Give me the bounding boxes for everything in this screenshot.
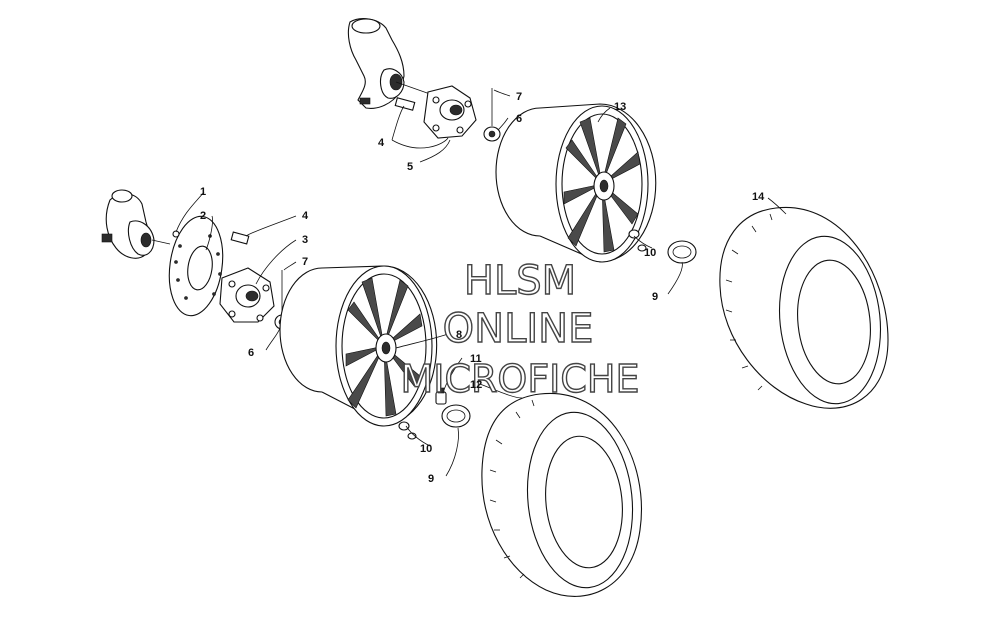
lug-bolt [435, 387, 447, 405]
callout-10: 10 [644, 247, 656, 259]
callout-11: 11 [470, 353, 482, 365]
callout-4: 4 [378, 137, 385, 149]
callout-1: 1 [200, 186, 206, 198]
callout-6: 6 [516, 113, 522, 125]
steering-knuckle-upper [347, 18, 431, 109]
callout-2: 2 [200, 210, 206, 222]
watermark-line-1: HLSM [464, 258, 576, 304]
callout-8: 8 [456, 329, 462, 341]
callout-7: 7 [302, 256, 308, 268]
steering-knuckle-lower [101, 189, 171, 259]
lug-nut-upper [483, 88, 501, 142]
tire-rear [719, 206, 889, 409]
wheel-hub-lower [219, 231, 275, 323]
callout-9: 9 [428, 473, 434, 485]
watermark: HLSM ONLINE MICROFICHE [400, 257, 640, 401]
callout-10: 10 [420, 443, 432, 455]
callout-9: 9 [652, 291, 658, 303]
leader-lines [175, 89, 787, 477]
wheel-rim-lower [279, 265, 438, 427]
watermark-line-3: MICROFICHE [400, 357, 639, 401]
valve-stem-upper [628, 229, 647, 252]
wheel-rim-upper [495, 103, 657, 263]
center-cap-upper [667, 240, 697, 264]
center-cap-lower [441, 404, 471, 428]
callout-3: 3 [302, 234, 308, 246]
callout-14: 14 [752, 191, 765, 203]
wheel-hub-upper [394, 85, 477, 139]
watermark-line-2: ONLINE [443, 306, 594, 352]
callout-7: 7 [516, 91, 522, 103]
tire-front [481, 392, 642, 597]
valve-stem-lower [398, 421, 417, 440]
callout-5: 5 [407, 161, 413, 173]
callout-4: 4 [302, 210, 309, 222]
callout-labels: 1 2 3 4 4 5 6 6 7 7 8 9 9 10 10 11 12 13… [200, 91, 765, 485]
callout-13: 13 [614, 101, 626, 113]
callout-6: 6 [248, 347, 254, 359]
callout-12: 12 [470, 379, 482, 391]
brake-disc [168, 215, 224, 317]
